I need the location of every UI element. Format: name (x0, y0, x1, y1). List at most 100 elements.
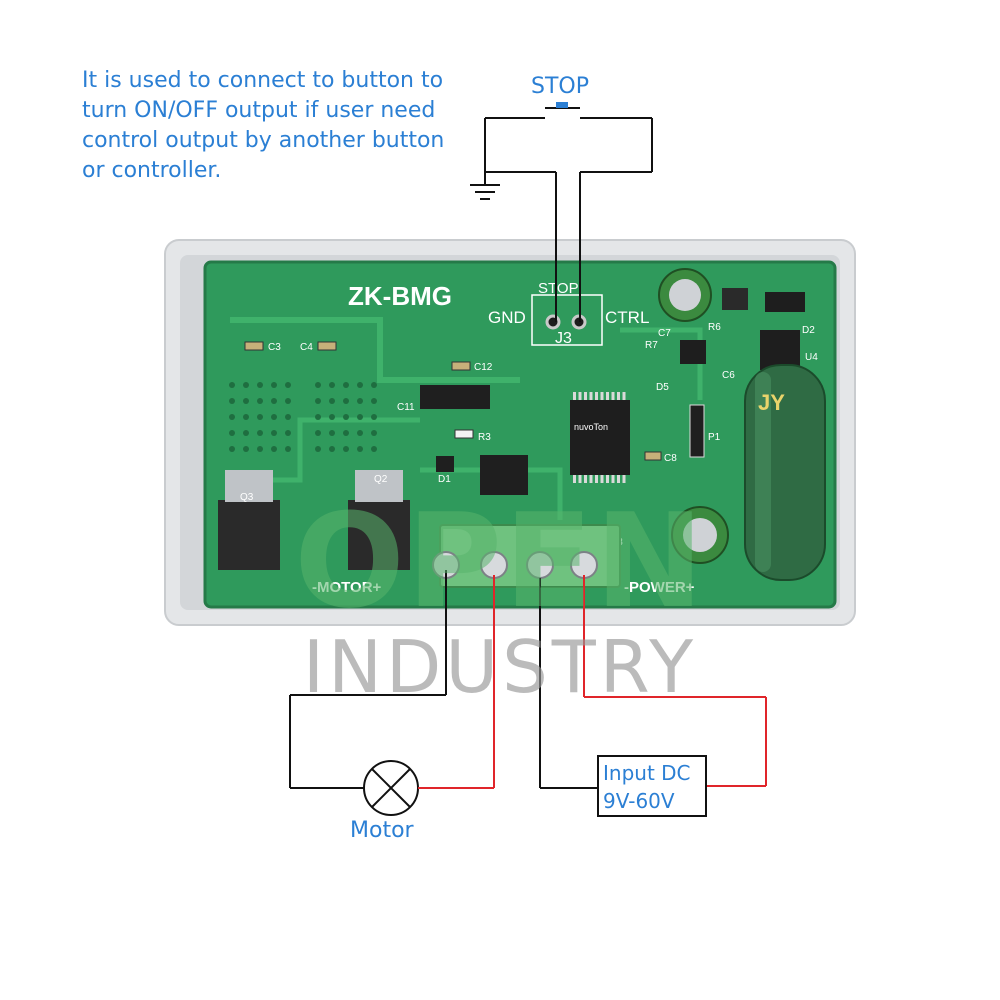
via (315, 430, 321, 436)
label-c6: C6 (722, 370, 735, 381)
board-model: ZK-BMG (348, 281, 452, 311)
via (357, 398, 363, 404)
via (371, 382, 377, 388)
terminal-screws (432, 551, 598, 579)
via (243, 398, 249, 404)
via-field (229, 382, 377, 452)
via (271, 414, 277, 420)
stop-label: STOP (531, 74, 589, 99)
note-line: or controller. (82, 158, 222, 183)
mcu-pin (606, 392, 609, 400)
j3-outline (531, 294, 603, 346)
diode-d2-body (765, 292, 805, 312)
via (329, 414, 335, 420)
silk-motor: -MOTOR+ (312, 579, 382, 596)
label-p1: P1 (708, 432, 721, 443)
mcu-pin (622, 475, 626, 483)
pcb-edge (203, 260, 837, 609)
via (229, 398, 235, 404)
cap-small-bottom-face (683, 518, 717, 552)
label-c12: C12 (474, 362, 493, 373)
silk-stop: STOP (538, 280, 579, 297)
mcu-pin (584, 392, 587, 400)
via (285, 414, 291, 420)
mcu-pin (600, 392, 604, 400)
via (343, 398, 349, 404)
smd-c12 (451, 361, 471, 371)
note-line: It is used to connect to button to (82, 68, 444, 93)
input-dc-box: Input DC 9V-60V (597, 755, 707, 817)
note-line: turn ON/OFF output if user need (82, 98, 436, 123)
mcu-pin (589, 392, 593, 400)
mcu-pin (584, 475, 587, 483)
ic-u4 (760, 330, 800, 370)
via (243, 430, 249, 436)
mosfet-q2 (348, 500, 410, 570)
via (285, 430, 291, 436)
via (343, 382, 349, 388)
via (329, 398, 335, 404)
watermark-open: OPEN (294, 485, 706, 637)
via (257, 382, 263, 388)
via (371, 446, 377, 452)
smd-c8 (644, 451, 662, 461)
mosfet-q3-tab (225, 470, 273, 502)
mcu-pin (617, 475, 620, 483)
cap-brand: JY (758, 390, 785, 415)
via (343, 430, 349, 436)
via (329, 446, 335, 452)
silk-ctrl: CTRL (605, 308, 649, 327)
via (243, 414, 249, 420)
smd-c4 (317, 341, 337, 351)
via (285, 382, 291, 388)
watermark-industry: INDUSTRY (302, 625, 698, 709)
annotation-note: It is used to connect to button to turn … (82, 66, 502, 186)
silk-j3: J3 (555, 330, 572, 347)
via (315, 382, 321, 388)
mcu-pin (573, 392, 576, 400)
mcu-pin (578, 475, 582, 483)
mcu-brand: nuvoTon (574, 422, 608, 432)
pcb-trace (620, 327, 703, 400)
label-d2: D2 (802, 325, 815, 336)
mcu-pin (589, 475, 593, 483)
via (257, 398, 263, 404)
cap-small-top-face (669, 279, 701, 311)
mcu-pin (622, 392, 626, 400)
label-u4: U4 (805, 352, 818, 363)
mcu-pin (611, 392, 615, 400)
via (271, 430, 277, 436)
motor-label: Motor (350, 818, 414, 843)
label-r3: R3 (478, 432, 491, 443)
label-c4: C4 (300, 342, 313, 353)
via (315, 446, 321, 452)
smd-c3 (244, 341, 264, 351)
header-p1 (689, 404, 705, 458)
motor-symbol-cross (371, 768, 411, 808)
via (285, 398, 291, 404)
via (329, 382, 335, 388)
label-c3: C3 (268, 342, 281, 353)
mcu-pin (606, 475, 609, 483)
stop-button-cap[interactable] (556, 102, 568, 108)
mcu-pin (595, 392, 598, 400)
mcu-pin (573, 475, 576, 483)
cap-highlight (755, 372, 771, 572)
via (229, 382, 235, 388)
via (357, 414, 363, 420)
via (243, 446, 249, 452)
silk-gnd: GND (488, 308, 526, 327)
ic-driver (420, 385, 490, 409)
via (229, 446, 235, 452)
mosfet-q2-tab (355, 470, 403, 502)
via (357, 446, 363, 452)
smd-r3 (454, 429, 474, 439)
via (271, 398, 277, 404)
transistor (680, 340, 706, 364)
inductor (722, 288, 748, 310)
via (343, 414, 349, 420)
pcb-trace (230, 317, 520, 383)
via (243, 382, 249, 388)
via (229, 430, 235, 436)
